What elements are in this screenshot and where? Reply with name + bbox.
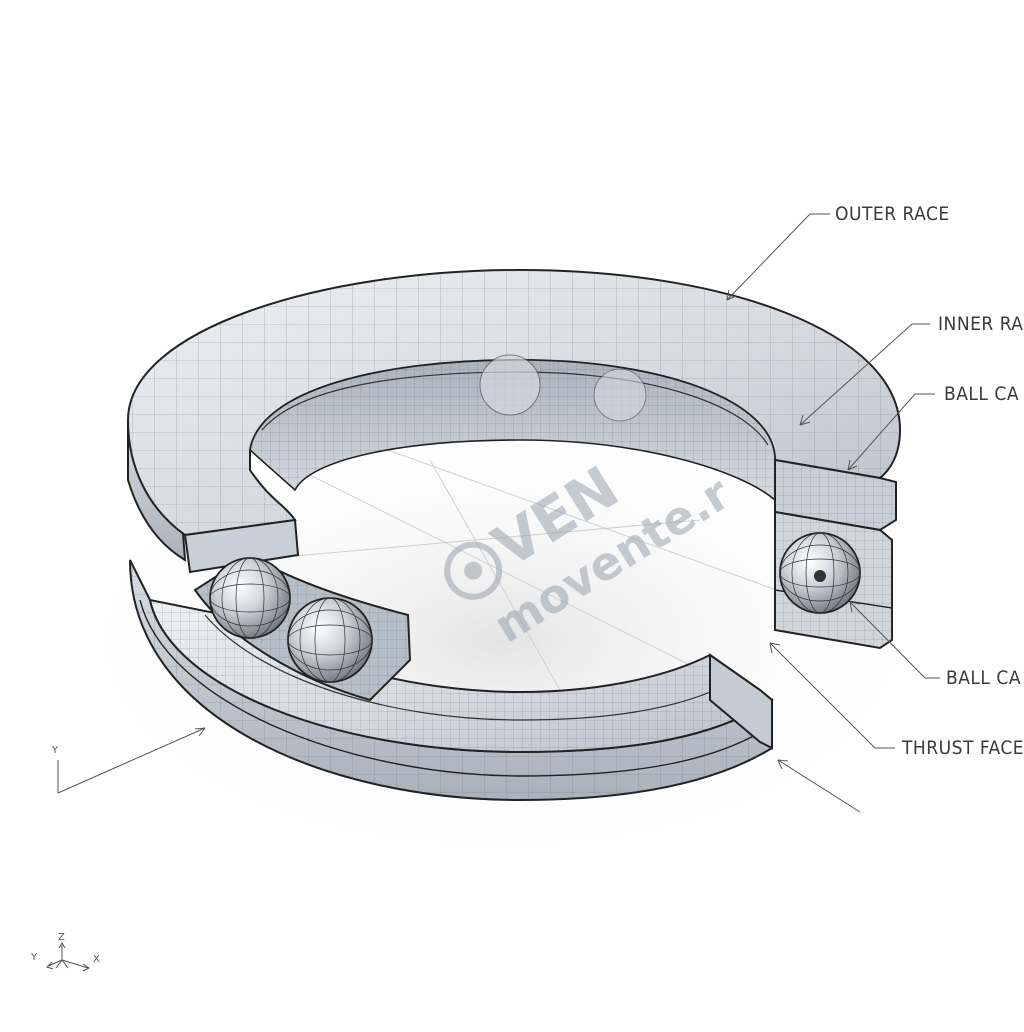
triad-label-z: Z xyxy=(58,932,65,943)
leader-lines xyxy=(57,213,940,813)
lower-washer-end xyxy=(709,653,773,750)
ball-hidden-1 xyxy=(479,354,541,416)
ball-1 xyxy=(209,557,291,639)
callout-inner-race: INNER RA xyxy=(938,313,1024,335)
ball-2 xyxy=(287,597,373,683)
balls xyxy=(209,354,861,683)
callout-ball-cage-bottom: BALL CA xyxy=(946,667,1022,689)
ball-3 xyxy=(779,532,861,614)
lower-washer xyxy=(129,559,774,802)
watermark-logo-icon xyxy=(444,541,503,600)
ground-plane-lines xyxy=(249,439,861,701)
axis-label-y: Y xyxy=(52,745,59,756)
triad-label-y: Y xyxy=(31,952,38,963)
triad-label-x: X xyxy=(93,954,100,965)
ball-hidden-2 xyxy=(593,368,647,422)
callout-thrust-face: THRUST FACE xyxy=(902,737,1024,759)
xyz-triad xyxy=(46,942,90,972)
callout-outer-race: OUTER RACE xyxy=(835,203,950,225)
callout-ball-cage-top: BALL CA xyxy=(944,383,1020,405)
upper-washer-left-end xyxy=(183,518,300,574)
